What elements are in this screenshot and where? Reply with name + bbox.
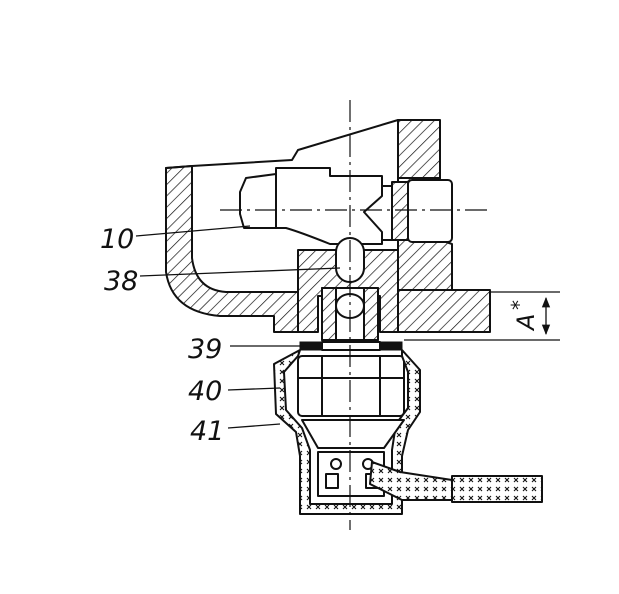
- dimension-label: A: [512, 314, 540, 332]
- seal-39: [299, 341, 403, 351]
- callout-41: 41: [190, 416, 224, 447]
- dimension-label-group: A *: [507, 300, 540, 332]
- nut-40: [297, 355, 405, 417]
- dimension-marker: *: [507, 300, 531, 310]
- lower-clamp: [301, 419, 405, 497]
- boot-41: [273, 349, 421, 515]
- callout-40: 40: [188, 376, 222, 407]
- callout-10: 10: [100, 224, 134, 255]
- leader-lines: [135, 225, 341, 429]
- dimension-a: [404, 291, 560, 341]
- callout-38: 38: [104, 266, 138, 297]
- callout-39: 39: [188, 334, 222, 365]
- bolt-10: [239, 167, 453, 245]
- lower-arm: [369, 461, 543, 503]
